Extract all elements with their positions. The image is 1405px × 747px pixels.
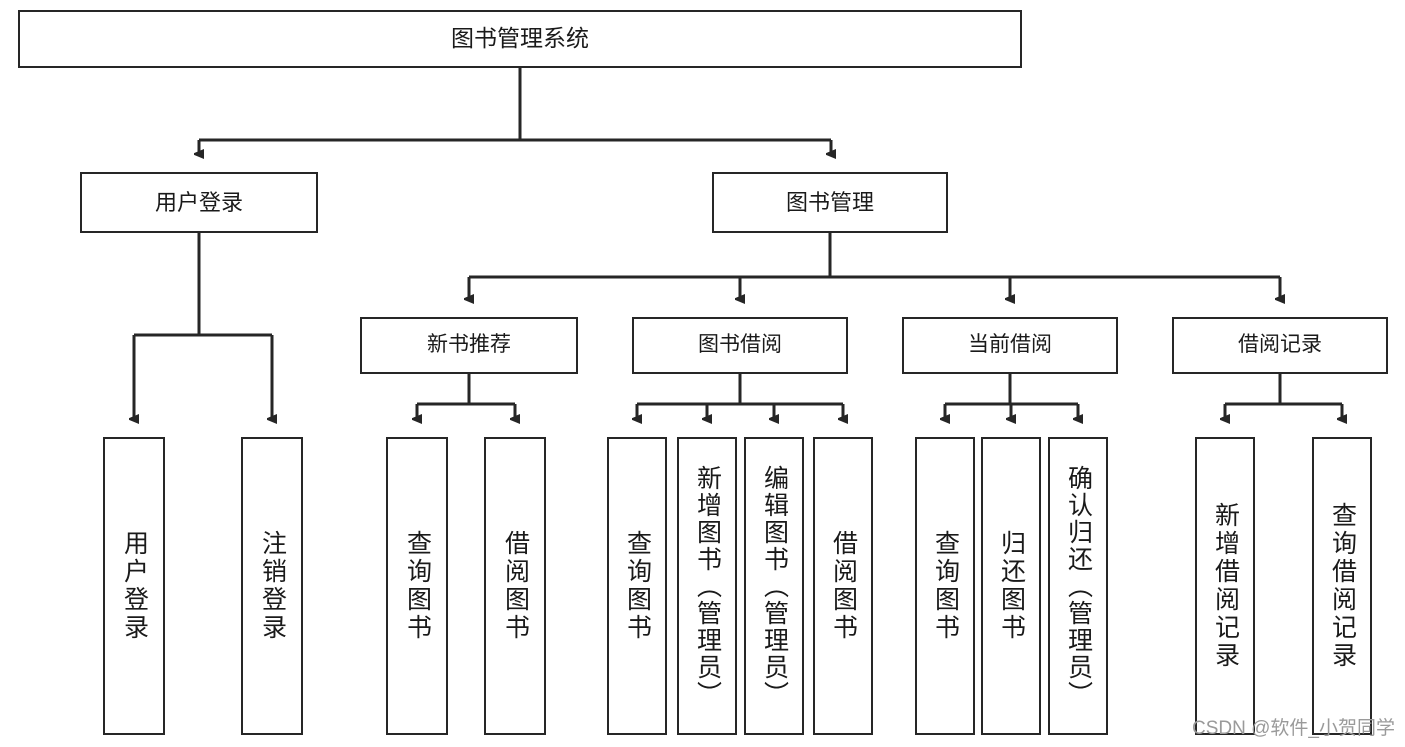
node-label: 注销登录 <box>258 530 287 642</box>
node-book-borrow[interactable]: 图书借阅 <box>632 317 848 374</box>
node-label: 用户登录 <box>154 189 243 215</box>
node-leaf-query-book-rec[interactable]: 查询图书 <box>386 437 448 735</box>
node-label: 借阅图书 <box>501 530 530 642</box>
node-leaf-confirm-return-admin[interactable]: 确认归还（管理员） <box>1048 437 1108 735</box>
node-leaf-borrow-book[interactable]: 借阅图书 <box>813 437 873 735</box>
node-new-book-recommend[interactable]: 新书推荐 <box>360 317 578 374</box>
node-label: 图书借阅 <box>698 333 782 357</box>
node-book-management[interactable]: 图书管理 <box>712 172 948 233</box>
node-label: 图书管理系统 <box>451 25 589 52</box>
node-current-borrow[interactable]: 当前借阅 <box>902 317 1118 374</box>
node-label: 查询图书 <box>403 530 432 642</box>
node-leaf-add-borrow-record[interactable]: 新增借阅记录 <box>1195 437 1255 735</box>
node-borrow-record[interactable]: 借阅记录 <box>1172 317 1388 374</box>
node-label: 查询借阅记录 <box>1328 502 1357 670</box>
node-leaf-add-book-admin[interactable]: 新增图书（管理员） <box>677 437 737 735</box>
node-root-system[interactable]: 图书管理系统 <box>18 10 1022 68</box>
node-label: 查询图书 <box>931 530 960 642</box>
node-label: 新增借阅记录 <box>1211 502 1240 670</box>
node-label: 借阅图书 <box>829 530 858 642</box>
node-label: 新书推荐 <box>427 333 511 357</box>
node-label: 借阅记录 <box>1238 333 1322 357</box>
node-leaf-logout[interactable]: 注销登录 <box>241 437 303 735</box>
node-label: 新增图书（管理员） <box>693 464 722 708</box>
node-leaf-query-book-current[interactable]: 查询图书 <box>915 437 975 735</box>
node-label: 归还图书 <box>997 530 1026 642</box>
node-label: 确认归还（管理员） <box>1064 464 1093 708</box>
node-leaf-user-login[interactable]: 用户登录 <box>103 437 165 735</box>
node-label: 图书管理 <box>785 189 874 215</box>
node-leaf-edit-book-admin[interactable]: 编辑图书（管理员） <box>744 437 804 735</box>
node-user-login[interactable]: 用户登录 <box>80 172 318 233</box>
node-leaf-return-book[interactable]: 归还图书 <box>981 437 1041 735</box>
node-leaf-query-borrow-record[interactable]: 查询借阅记录 <box>1312 437 1372 735</box>
node-label: 编辑图书（管理员） <box>760 464 789 708</box>
node-leaf-borrow-book-rec[interactable]: 借阅图书 <box>484 437 546 735</box>
node-leaf-query-book[interactable]: 查询图书 <box>607 437 667 735</box>
node-label: 当前借阅 <box>968 333 1052 357</box>
node-label: 查询图书 <box>623 530 652 642</box>
node-label: 用户登录 <box>120 530 149 642</box>
